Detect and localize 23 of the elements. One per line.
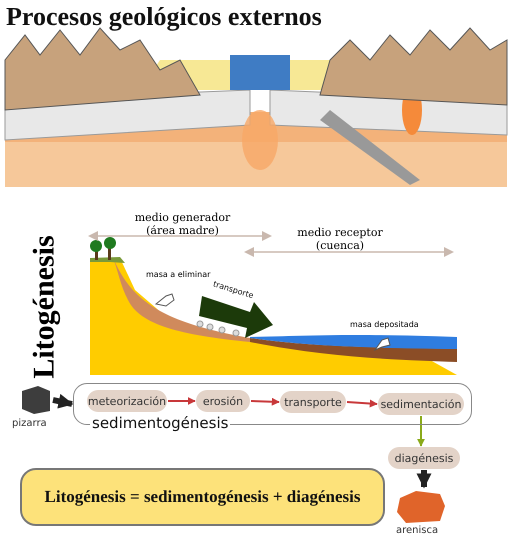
arrow <box>250 398 280 406</box>
arrow <box>417 416 425 447</box>
diagram-title: Procesos geológicos externos <box>6 2 322 32</box>
arrow <box>52 394 74 409</box>
arrow <box>168 397 196 405</box>
process-step: meteorización <box>87 390 167 412</box>
rock-icon <box>20 385 52 415</box>
formula-box: Litogénesis = sedimentogénesis + diagénesis <box>20 468 385 526</box>
process-step: erosión <box>196 390 250 412</box>
process-step: transporte <box>280 391 346 413</box>
callout-label: masa depositada <box>350 320 420 329</box>
process-step: diagénesis <box>388 447 460 469</box>
arrow <box>346 400 378 408</box>
area-label: medio receptor (cuenca) <box>296 226 384 252</box>
arrow <box>416 470 432 488</box>
vertical-title: Litogénesis <box>28 234 62 380</box>
group-title: sedimentogénesis <box>90 414 230 432</box>
rock-label: pizarra <box>12 418 47 429</box>
rock-icon <box>396 488 446 524</box>
process-step: sedimentación <box>378 393 464 415</box>
rock-label: arenisca <box>396 525 438 536</box>
area-label: medio generador (área madre) <box>134 211 232 237</box>
callout-label: masa a eliminar <box>146 270 212 279</box>
